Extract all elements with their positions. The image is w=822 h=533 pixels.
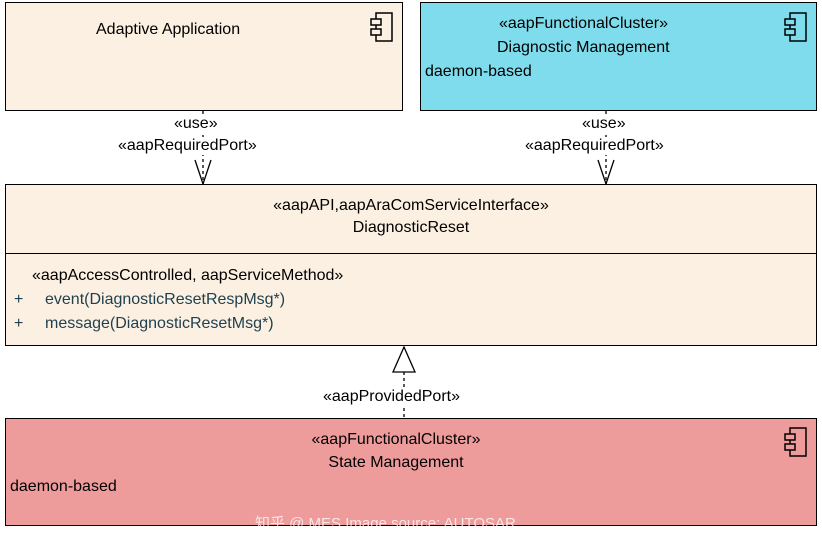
operation-visibility: + xyxy=(14,291,24,308)
left-required-port-label: «aapRequiredPort» xyxy=(116,137,259,155)
left-use-label: «use» xyxy=(172,115,220,133)
adaptive-application-component[interactable]: Adaptive Application xyxy=(5,2,403,111)
component-icon xyxy=(370,12,393,42)
diagnostic-management-name: Diagnostic Management xyxy=(497,39,670,56)
state-management-name: State Management xyxy=(328,454,464,471)
operation-signature: event(DiagnosticResetRespMsg*) xyxy=(45,291,286,308)
component-icon xyxy=(784,12,807,42)
provided-port-label: «aapProvidedPort» xyxy=(321,388,462,406)
component-icon xyxy=(784,427,807,457)
operation-row: + event(DiagnosticResetRespMsg*) xyxy=(14,291,285,309)
right-dependency-arrowhead xyxy=(597,159,615,187)
diagnostic-management-property: daemon-based xyxy=(425,63,532,80)
operations-stereotype: «aapAccessControlled, aapServiceMethod» xyxy=(32,267,344,284)
operation-signature: message(DiagnosticResetMsg*) xyxy=(45,315,274,332)
left-dependency-arrowhead xyxy=(194,159,212,187)
state-management-stereotype: «aapFunctionalCluster» xyxy=(311,431,481,448)
diagnostic-reset-name: DiagnosticReset xyxy=(352,219,470,236)
watermark-text: 知乎 @ MES Image source: AUTOSAR xyxy=(255,515,516,532)
diagnostic-management-stereotype: «aapFunctionalCluster» xyxy=(499,15,668,32)
adaptive-application-name: Adaptive Application xyxy=(96,21,241,38)
state-management-component[interactable]: «aapFunctionalCluster» State Management … xyxy=(5,418,817,526)
right-required-port-label: «aapRequiredPort» xyxy=(523,137,666,155)
operation-row: + message(DiagnosticResetMsg*) xyxy=(14,315,274,333)
interface-compartment-divider xyxy=(6,253,816,254)
right-use-label: «use» xyxy=(580,115,628,133)
state-management-property: daemon-based xyxy=(10,478,117,495)
realization-arrowhead xyxy=(392,345,416,373)
diagnostic-reset-stereotype: «aapAPI,aapAraComServiceInterface» xyxy=(273,197,549,214)
diagnostic-reset-interface[interactable]: «aapAPI,aapAraComServiceInterface» Diagn… xyxy=(5,184,817,346)
operation-visibility: + xyxy=(14,315,24,332)
diagnostic-management-component[interactable]: «aapFunctionalCluster» Diagnostic Manage… xyxy=(420,2,817,111)
